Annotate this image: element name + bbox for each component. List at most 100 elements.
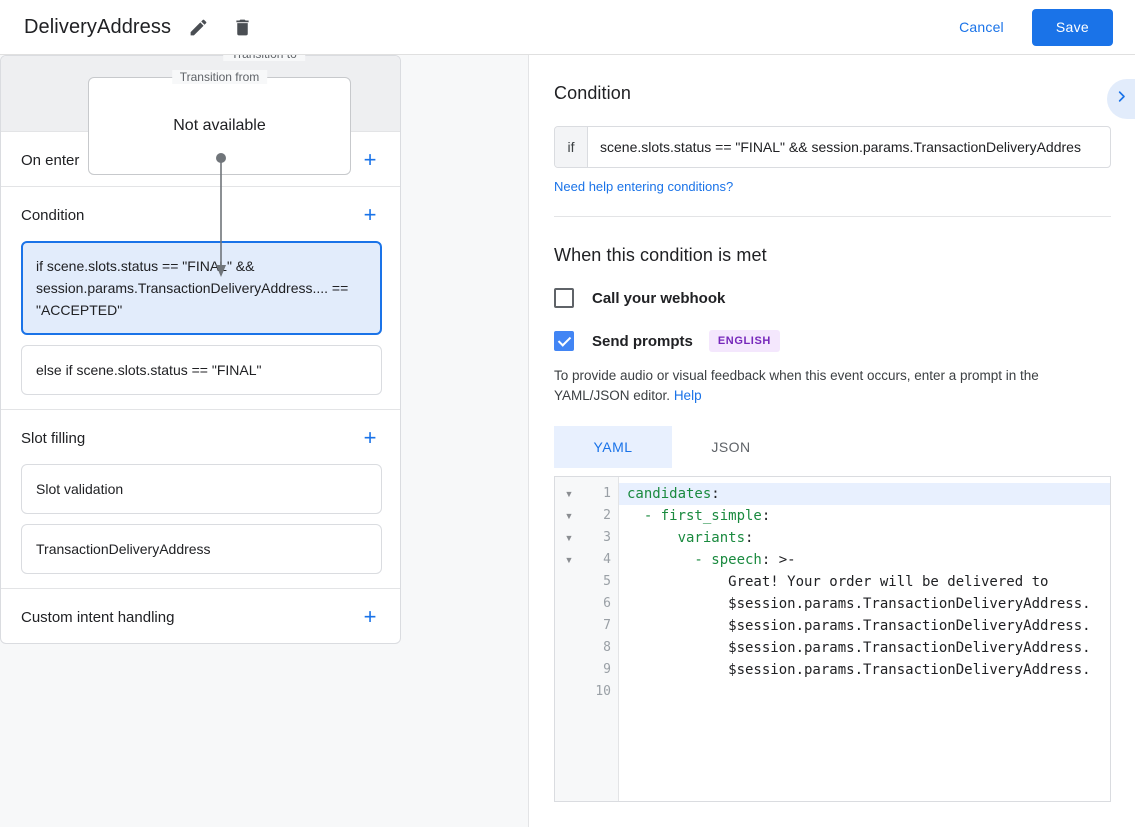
line-number: 4 <box>603 552 611 567</box>
code-token-key: - speech <box>627 552 762 568</box>
left-panel: Transition from Not available Transition… <box>0 55 529 827</box>
call-webhook-checkbox[interactable] <box>554 288 574 308</box>
code-token-key: - first_simple <box>627 508 762 524</box>
line-number: 1 <box>603 486 611 501</box>
slot-item-transaction-delivery-address[interactable]: TransactionDeliveryAddress <box>21 524 382 574</box>
code-token-rest: $session.params.TransactionDeliveryAddre… <box>627 618 1091 634</box>
slot-filling-list: Slot validation TransactionDeliveryAddre… <box>1 464 400 588</box>
tab-yaml[interactable]: YAML <box>554 426 672 468</box>
code-line[interactable]: - speech: >- <box>619 549 1110 571</box>
prompts-helper-text: To provide audio or visual feedback when… <box>554 366 1111 406</box>
tab-json[interactable]: JSON <box>672 426 790 468</box>
section-title-condition: Condition <box>21 206 85 224</box>
code-token-rest: $session.params.TransactionDeliveryAddre… <box>627 640 1091 656</box>
webhook-row: Call your webhook <box>554 288 1111 308</box>
code-line[interactable]: - first_simple: <box>619 505 1110 527</box>
condition-editor-section: Condition if Need help entering conditio… <box>530 55 1135 217</box>
condition-expression-input[interactable] <box>588 127 1110 167</box>
line-number: 9 <box>603 662 611 677</box>
code-token-rest: $session.params.TransactionDeliveryAddre… <box>627 662 1091 678</box>
add-custom-intent-button[interactable]: + <box>358 605 382 629</box>
add-on-enter-button[interactable]: + <box>358 148 382 172</box>
condition-item[interactable]: else if scene.slots.status == "FINAL" <box>21 345 382 395</box>
line-number: 2 <box>603 508 611 523</box>
section-header-condition[interactable]: Condition + <box>1 187 400 241</box>
fold-toggle-icon[interactable]: ▼ <box>564 533 574 543</box>
section-custom-intent-handling: Custom intent handling + <box>1 589 400 643</box>
code-fold-gutter[interactable]: ▼ ▼ ▼ ▼ <box>555 477 583 801</box>
send-prompts-label: Send prompts <box>592 332 693 350</box>
fold-toggle-icon[interactable]: ▼ <box>564 511 574 521</box>
if-label: if <box>555 127 588 167</box>
line-number: 3 <box>603 530 611 545</box>
page-title: DeliveryAddress <box>24 15 172 38</box>
line-number: 6 <box>603 596 611 611</box>
editor-format-tabs: YAML JSON <box>554 426 1111 468</box>
transition-to-legend: Transition to <box>223 55 305 61</box>
flow-connector <box>215 153 227 283</box>
section-condition: Condition + if scene.slots.status == "FI… <box>1 187 400 410</box>
line-number: 5 <box>603 574 611 589</box>
section-header-on-enter[interactable]: On enter + <box>1 132 400 186</box>
when-condition-met-section: When this condition is met Call your web… <box>530 217 1135 802</box>
section-title-slot-filling: Slot filling <box>21 429 86 447</box>
condition-item-selected[interactable]: if scene.slots.status == "FINAL" && sess… <box>21 241 382 335</box>
code-token-rest: : <box>761 508 771 524</box>
condition-help-link[interactable]: Need help entering conditions? <box>554 179 734 194</box>
add-slot-filling-button[interactable]: + <box>358 426 382 450</box>
code-line[interactable]: $session.params.TransactionDeliveryAddre… <box>619 659 1110 681</box>
edit-button[interactable] <box>181 10 215 44</box>
section-on-enter: On enter + <box>1 132 400 187</box>
code-line[interactable]: $session.params.TransactionDeliveryAddre… <box>619 593 1110 615</box>
line-number: 10 <box>595 684 611 699</box>
line-number: 7 <box>603 618 611 633</box>
delete-button[interactable] <box>225 10 259 44</box>
right-panel: Condition if Need help entering conditio… <box>530 55 1135 827</box>
prompts-help-link[interactable]: Help <box>673 388 702 403</box>
code-token-rest: $session.params.TransactionDeliveryAddre… <box>627 596 1091 612</box>
transition-from-value: Not available <box>173 117 266 134</box>
code-line[interactable] <box>619 681 1110 703</box>
condition-input-row: if <box>554 126 1111 168</box>
trash-icon <box>232 17 253 38</box>
code-token-rest: : <box>711 486 720 502</box>
pencil-icon <box>188 17 209 38</box>
code-line[interactable]: candidates: <box>619 483 1110 505</box>
section-slot-filling: Slot filling + Slot validation Transacti… <box>1 410 400 589</box>
code-line-numbers: 1 2 3 4 5 6 7 8 9 10 <box>583 477 619 801</box>
send-prompts-row: Send prompts ENGLISH <box>554 330 1111 352</box>
cancel-button[interactable]: Cancel <box>945 10 1018 44</box>
code-line[interactable]: variants: <box>619 527 1110 549</box>
line-number: 8 <box>603 640 611 655</box>
section-title-on-enter: On enter <box>21 151 80 169</box>
code-line[interactable]: Great! Your order will be delivered to <box>619 571 1110 593</box>
condition-heading: Condition <box>554 83 631 103</box>
send-prompts-checkbox[interactable] <box>554 331 574 351</box>
code-token-rest: : >- <box>761 552 796 568</box>
code-editor[interactable]: ▼ ▼ ▼ ▼ 1 2 3 4 5 6 7 8 9 10 candidates: - first_sim… <box>554 476 1111 802</box>
code-token-rest: Great! Your order will be delivered to <box>627 574 1049 590</box>
code-line[interactable]: $session.params.TransactionDeliveryAddre… <box>619 637 1110 659</box>
transition-from-legend: Transition from <box>171 70 268 84</box>
when-condition-met-heading: When this condition is met <box>554 245 767 265</box>
code-token-key: variants <box>627 530 746 546</box>
top-bar: DeliveryAddress Cancel Save <box>0 0 1135 55</box>
save-button[interactable]: Save <box>1031 8 1113 46</box>
section-header-slot-filling[interactable]: Slot filling + <box>1 410 400 464</box>
call-webhook-label: Call your webhook <box>592 289 726 307</box>
code-token-key: candidates <box>627 486 712 502</box>
fold-toggle-icon[interactable]: ▼ <box>564 555 574 565</box>
fold-toggle-icon[interactable]: ▼ <box>564 489 574 499</box>
section-title-custom-intent-handling: Custom intent handling <box>21 608 175 626</box>
code-token-rest: : <box>745 530 754 546</box>
slot-validation-item[interactable]: Slot validation <box>21 464 382 514</box>
section-header-custom-intent-handling[interactable]: Custom intent handling + <box>1 589 400 643</box>
chevron-right-icon <box>1114 89 1129 109</box>
code-content[interactable]: candidates: - first_simple: variants: - … <box>619 477 1110 801</box>
condition-list: if scene.slots.status == "FINAL" && sess… <box>1 241 400 409</box>
prompts-helper-sentence: To provide audio or visual feedback when… <box>554 368 1039 403</box>
expand-panel-button[interactable] <box>1107 79 1135 119</box>
code-line[interactable]: $session.params.TransactionDeliveryAddre… <box>619 615 1110 637</box>
add-condition-button[interactable]: + <box>358 203 382 227</box>
